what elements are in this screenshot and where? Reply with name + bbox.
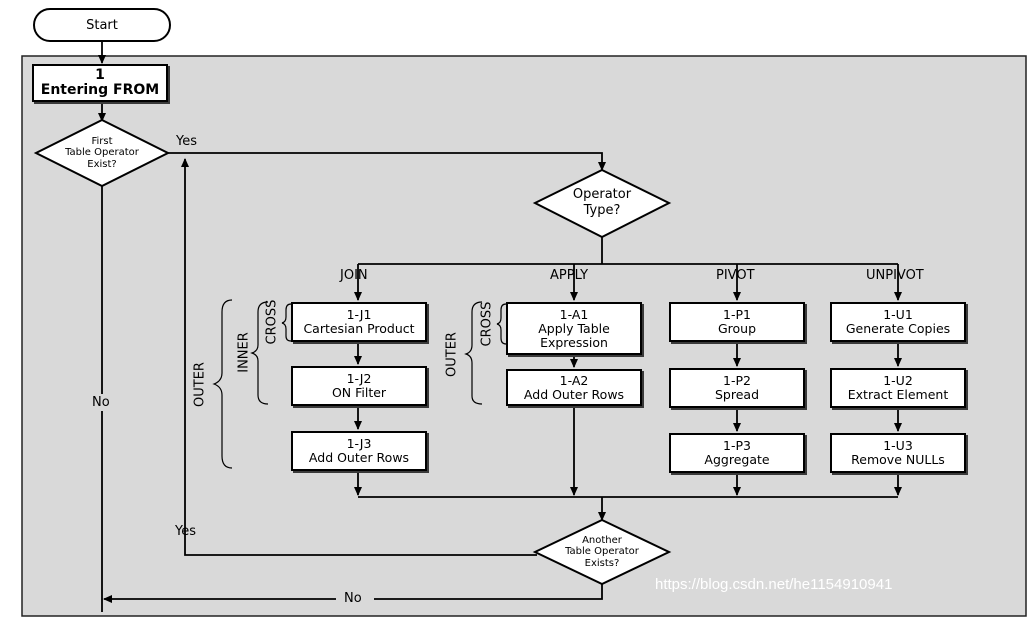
step-1-j2-label: ON Filter bbox=[331, 385, 387, 400]
brace-join-inner bbox=[250, 301, 269, 405]
operator-decision-line1: Operator bbox=[572, 187, 632, 202]
start-terminator: Start bbox=[33, 8, 171, 42]
step-1-j1-label: Cartesian Product bbox=[303, 321, 415, 336]
step-1-u1-id: 1-U1 bbox=[883, 307, 913, 322]
another-operator-decision bbox=[532, 518, 672, 586]
operator-decision-line2: Type? bbox=[583, 203, 621, 218]
first-decision-line1: First bbox=[91, 135, 113, 147]
step-1-p2: 1-P2 Spread bbox=[669, 368, 805, 408]
step-1-j3-id: 1-J3 bbox=[346, 436, 372, 451]
another-decision-line3: Exists? bbox=[584, 557, 620, 569]
step-1-j1-id: 1-J1 bbox=[346, 307, 372, 322]
step-1-j3-label: Add Outer Rows bbox=[308, 450, 410, 465]
step-1-p1-label: Group bbox=[717, 321, 757, 336]
entering-label: Entering FROM bbox=[40, 82, 160, 98]
join-outer-label: OUTER bbox=[192, 362, 208, 407]
step-1-p3-id: 1-P3 bbox=[723, 438, 751, 453]
entering-number: 1 bbox=[95, 67, 105, 83]
first-decision-text: First Table Operator Exist? bbox=[52, 131, 152, 175]
step-1-u2: 1-U2 Extract Element bbox=[830, 368, 966, 408]
first-decision-line2: Table Operator bbox=[65, 147, 139, 159]
yes-left-label: Yes bbox=[175, 524, 196, 539]
step-1-p1-id: 1-P1 bbox=[723, 307, 751, 322]
step-1-p3-label: Aggregate bbox=[704, 452, 770, 467]
no-left-label: No bbox=[92, 394, 110, 411]
step-1-a2-id: 1-A2 bbox=[559, 372, 589, 388]
first-decision-line3: Exist? bbox=[87, 158, 117, 170]
step-1-u1-label: Generate Copies bbox=[845, 321, 951, 336]
step-1-j3: 1-J3 Add Outer Rows bbox=[291, 431, 427, 471]
another-decision-line1: Another bbox=[582, 534, 622, 546]
step-1-a2-label: Add Outer Rows bbox=[523, 386, 625, 402]
entering-from-box: 1 Entering FROM bbox=[32, 64, 168, 102]
step-1-a2: 1-A2 Add Outer Rows bbox=[506, 369, 642, 406]
brace-join-outer bbox=[212, 299, 233, 469]
step-1-u3-label: Remove NULLs bbox=[851, 452, 945, 467]
step-1-a1-id: 1-A1 bbox=[559, 306, 589, 322]
step-1-u2-label: Extract Element bbox=[847, 387, 949, 402]
category-pivot: PIVOT bbox=[716, 268, 755, 283]
step-1-a1-label1: Apply Table bbox=[538, 320, 610, 336]
step-1-u2-id: 1-U2 bbox=[883, 373, 913, 388]
no-bottom-label: No bbox=[344, 591, 362, 606]
apply-outer-label: OUTER bbox=[444, 332, 460, 377]
step-1-u1: 1-U1 Generate Copies bbox=[830, 302, 966, 342]
category-join: JOIN bbox=[340, 268, 368, 283]
step-1-j1: 1-J1 Cartesian Product bbox=[291, 302, 427, 342]
category-unpivot: UNPIVOT bbox=[866, 268, 924, 283]
operator-type-decision bbox=[532, 168, 672, 239]
step-1-p2-label: Spread bbox=[714, 387, 760, 402]
operator-decision-text: Operator Type? bbox=[552, 184, 652, 222]
step-1-p1: 1-P1 Group bbox=[669, 302, 805, 342]
step-1-j2-id: 1-J2 bbox=[346, 371, 372, 386]
another-decision-line2: Table Operator bbox=[565, 546, 639, 558]
yes-top-label: Yes bbox=[176, 134, 197, 149]
step-1-p3: 1-P3 Aggregate bbox=[669, 433, 805, 473]
first-operator-decision bbox=[33, 118, 171, 188]
brace-apply-cross bbox=[496, 303, 507, 345]
brace-apply-outer bbox=[464, 301, 483, 405]
join-cross-label: CROSS bbox=[264, 299, 280, 345]
join-inner-label: INNER bbox=[236, 332, 252, 373]
step-1-u3-id: 1-U3 bbox=[883, 438, 913, 453]
category-apply: APPLY bbox=[550, 268, 589, 283]
step-1-a1: 1-A1 Apply Table Expression bbox=[506, 302, 642, 355]
step-1-a1-label2: Expression bbox=[540, 334, 608, 350]
step-1-p2-id: 1-P2 bbox=[723, 373, 751, 388]
step-1-u3: 1-U3 Remove NULLs bbox=[830, 433, 966, 473]
another-decision-text: Another Table Operator Exists? bbox=[552, 530, 652, 574]
start-label: Start bbox=[86, 17, 118, 33]
watermark-text: https://blog.csdn.net/he1154910941 bbox=[655, 576, 893, 593]
step-1-j2: 1-J2 ON Filter bbox=[291, 366, 427, 406]
apply-cross-label: CROSS bbox=[479, 301, 495, 347]
brace-join-cross bbox=[281, 303, 292, 342]
